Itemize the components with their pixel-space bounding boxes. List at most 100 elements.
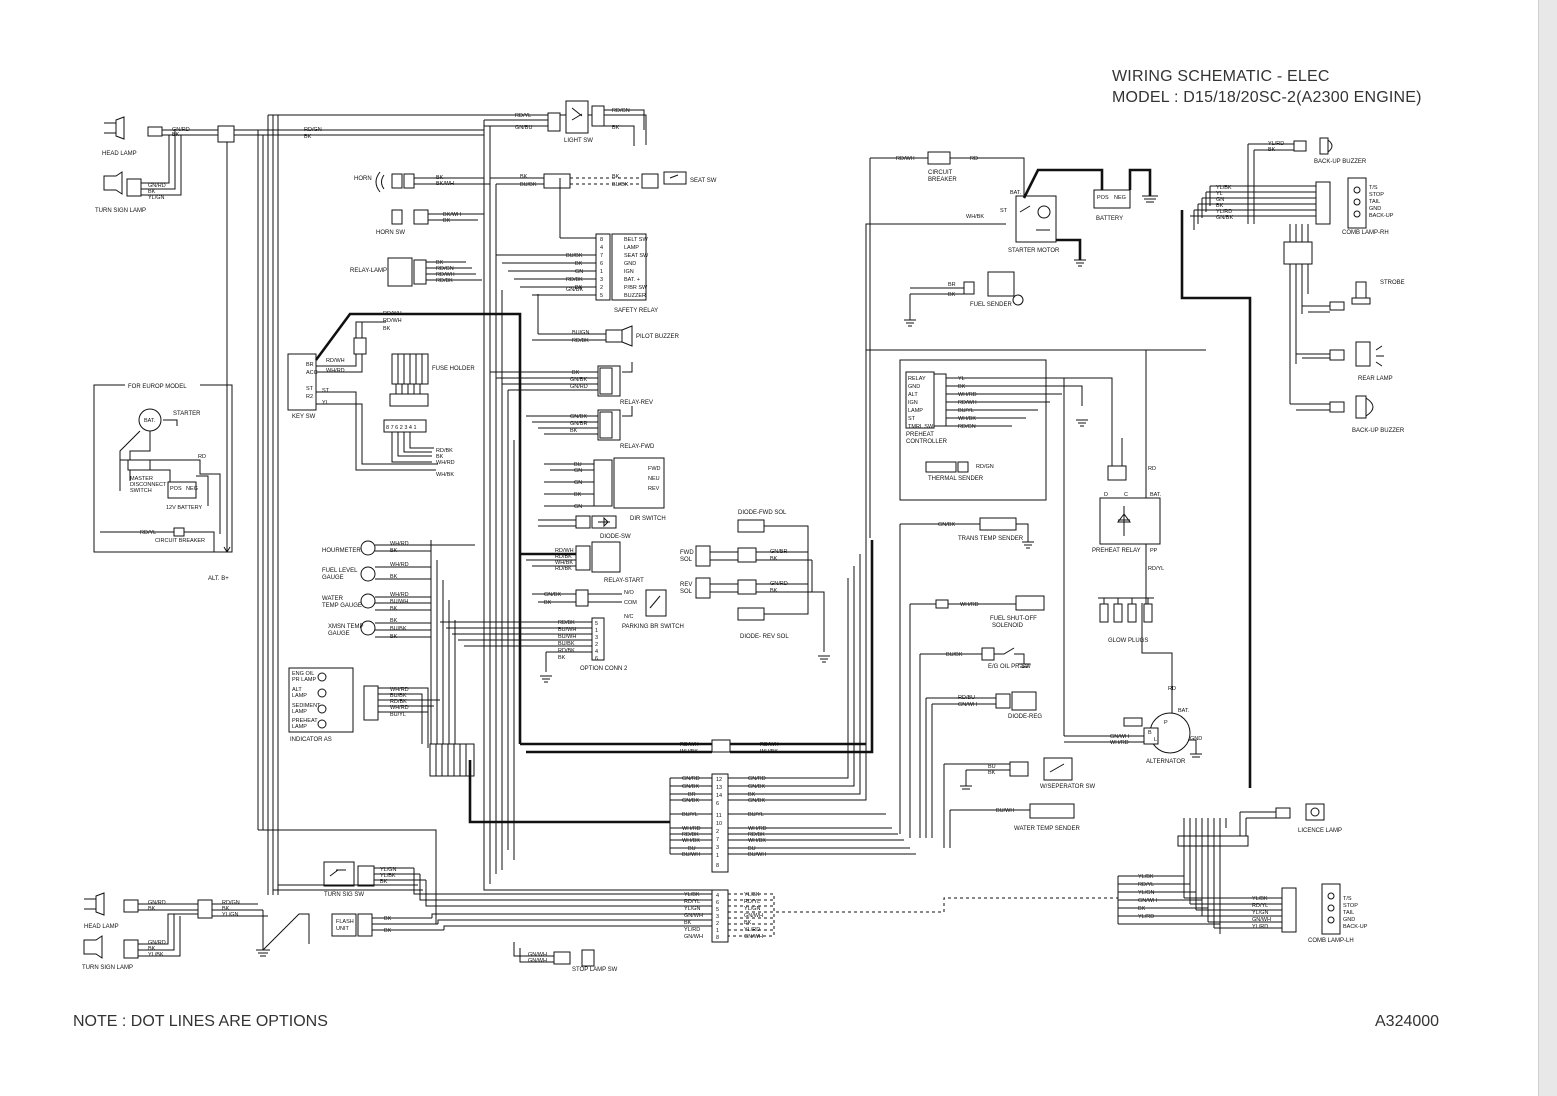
label-safety-relay-wires-4: BK	[575, 285, 583, 291]
label-components-light-sw: LIGHT SW	[564, 138, 593, 144]
label-components-starter: STARTER	[173, 411, 201, 417]
label-main-conn-wires-right-1: GN/BK	[748, 784, 765, 790]
label-wire-labels-bk: BK	[612, 125, 620, 131]
label-terminals-fwd: FWD	[648, 466, 661, 472]
label-components-preheat-lamp-2: LAMP	[292, 724, 307, 730]
label-rear-conn-wires-right-6: GN/WH	[744, 934, 763, 940]
label-rear-conn-wires-left-6: GN/WH	[684, 934, 703, 940]
label-wire-labels-rd-wh: RD/WH	[326, 358, 345, 364]
label-option-conn-wires-3: BU/BK	[558, 641, 575, 647]
label-wire-labels-bk: BK	[988, 770, 996, 776]
rear-bundle-connector	[1177, 835, 1249, 847]
label-terminals-nc: N/C	[624, 614, 634, 620]
label-wire-labels-bk: BK	[770, 556, 778, 562]
label-safety-relay-pins-1: LAMP	[624, 245, 639, 251]
label-wire-labels-wh-rd: WH/RD	[326, 368, 345, 374]
horn: HORN BK BK/WH	[354, 171, 454, 193]
label-components-fuel-level-gauge-2: GAUGE	[322, 575, 344, 581]
circuit-breaker-top: CIRCUIT BREAKER RD/WH RD	[896, 151, 978, 183]
label-terminals-d: D	[1104, 492, 1108, 498]
label-preheat-controller-pins-2: ALT	[908, 392, 918, 398]
label-wire-labels-bk: BK	[436, 260, 444, 266]
label-components-diode-rev-sol: DIODE- REV SOL	[740, 634, 789, 640]
label-components-hourmeter: HOURMETER	[322, 548, 361, 554]
label-components-glow-plugs: GLOW PLUGS	[1108, 638, 1148, 644]
label-wire-labels-yl-gn: YL/GN	[148, 195, 165, 201]
label-comb-lamp-lh-pins-0: T/S	[1343, 896, 1352, 902]
label-wire-labels-rd-wh: RD/WH	[436, 272, 455, 278]
pilot-buzzer: PILOT BUZZER BU/GN RD/BK	[572, 325, 680, 347]
rear-lamp: REAR LAMP	[1329, 341, 1393, 382]
label-wire-labels-bk: BK	[384, 916, 392, 922]
label-comb-lamp-lh-wires-2: YL/GN	[1252, 910, 1269, 916]
label-wire-labels-bu-bk: BU/BK	[612, 182, 629, 188]
label-main-conn-wires-right-3: GN/BK	[748, 798, 765, 804]
label-components-master-disconnect-2: DISCONNECT	[130, 482, 167, 488]
label-components-turn-sign-lamp: TURN SIGN LAMP	[95, 208, 146, 214]
label-preheat-controller-wires-0: YL	[958, 376, 965, 382]
label-wire-labels-bk: BK	[612, 174, 620, 180]
label-main-conn-pins-1: 13	[716, 785, 722, 791]
hourmeter: HOURMETER WH/RD BK	[322, 540, 409, 556]
label-wire-labels-bk: BK	[383, 326, 391, 332]
label-wire-labels-bk: BK	[443, 218, 451, 224]
back-up-buzzer-top: BACK-UP BUZZER YL/RD BK	[1268, 137, 1367, 165]
label-wire-labels-yl-bk: YL/BK	[148, 952, 164, 958]
label-wire-labels-gn-bu: GN/BU	[515, 125, 532, 131]
label-wire-labels-gn-rd: GN/RD	[148, 900, 166, 906]
label-main-conn-wires-right-6: RD/BK	[748, 832, 765, 838]
label-comb-lamp-lh-wires-0: YL/BK	[1252, 896, 1268, 902]
label-components-comb-lamp-lh: COMB LAMP-LH	[1308, 938, 1354, 944]
label-wire-labels-br: BR	[948, 282, 956, 288]
label-comb-lamp-lh-wires-2: YL/GN	[1138, 890, 1155, 896]
label-components-circuit-breaker-top-1: CIRCUIT	[928, 170, 953, 176]
label-comb-lamp-lh-wires-5: YL/RD	[1138, 914, 1154, 920]
trans-temp-sender: TRANS TEMP SENDER GN/BK	[938, 517, 1024, 542]
label-comb-lamp-lh-pins-1: STOP	[1343, 903, 1358, 909]
label-components-relay-rev: RELAY-REV	[620, 400, 653, 406]
label-wire-labels-bk: BK	[148, 906, 156, 912]
label-main-conn-wires-left-6: RD/BK	[682, 832, 699, 838]
label-wire-labels-bk: BK	[520, 174, 528, 180]
label-components-relay-start: RELAY-START	[604, 578, 644, 584]
safety-relay: 8 4 7 6 1 3 2 5 BELT SW LAMP SEAT SW GND…	[566, 233, 658, 314]
horn-switch: HORN SW BK/WH BK	[376, 209, 461, 236]
label-components-water-temp-sender: WATER TEMP SENDER	[1014, 826, 1080, 832]
label-components-bat: BAT.	[1010, 190, 1022, 196]
label-wire-labels-rd-bk: RD/BK	[572, 338, 589, 344]
label-option-conn-pins-3: 2	[595, 642, 598, 648]
connector-headlamp-bottom	[197, 899, 213, 919]
label-components-horn: HORN	[354, 176, 372, 182]
label-preheat-controller-wires-4: BU/YL	[958, 408, 974, 414]
label-comb-lamp-rh-pins-3: GND	[1369, 206, 1381, 212]
label-components-st: ST	[1000, 208, 1008, 214]
label-wire-labels-rd: RD	[1148, 466, 1156, 472]
label-gauge-wires-8: BU/BK	[390, 626, 407, 632]
label-gauge-wires-0: WH/RD	[390, 541, 409, 547]
water-temp-sender: WATER TEMP SENDER BU/WH	[996, 803, 1080, 832]
label-components-preheat-relay: PREHEAT RELAY	[1092, 548, 1141, 554]
label-rear-conn-wires-left-5: YL/RD	[684, 927, 700, 933]
label-components-neg: NEG	[1114, 195, 1126, 201]
label-wire-labels-rd-bk: RD/BK	[555, 566, 572, 572]
label-comb-lamp-rh-pins-0: T/S	[1369, 185, 1378, 191]
relay-start: RELAY-START RD/WH RD/BK WH/BK RD/BK	[555, 541, 644, 584]
label-components-fuel-shutoff-2: SOLENOID	[992, 623, 1024, 629]
label-wire-labels-bk: BK	[574, 492, 582, 498]
label-comb-lamp-rh-pins-1: STOP	[1369, 192, 1384, 198]
glow-plugs: GLOW PLUGS	[1099, 603, 1153, 644]
label-main-conn-pins-6: 2	[716, 829, 719, 835]
label-components-pilot-buzzer: PILOT BUZZER	[636, 334, 680, 340]
preheat-controller: RELAY GND ALT IGN LAMP ST TMRL SW PREHEA…	[905, 371, 977, 445]
label-safety-relay-pins-0: BELT SW	[624, 237, 648, 243]
label-components-eg-oil-pr-sw: E/G OIL PR SW	[988, 664, 1031, 670]
fwd-solenoid: FWD SOL DIODE-FWD SOL GN/BR BK	[680, 510, 787, 567]
label-wire-labels-yl: YL	[322, 400, 329, 406]
label-wire-labels-bk: BK	[304, 134, 312, 140]
label-terminals-gnd: GND	[1190, 736, 1202, 742]
label-safety-relay-pins-4: IGN	[624, 269, 634, 275]
pin-label: R2	[306, 394, 313, 400]
label-preheat-controller-wires-2: WH/RD	[958, 392, 977, 398]
label-terminals-pp: PP	[1150, 548, 1158, 554]
label-wire-labels-bu-bk: BU/BK	[946, 652, 963, 658]
